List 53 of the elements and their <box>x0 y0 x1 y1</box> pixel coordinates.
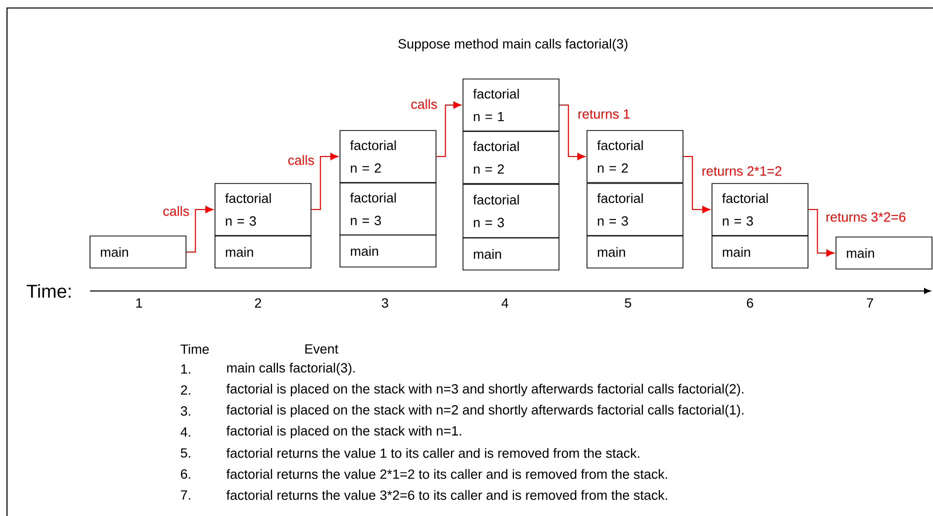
tick-label: 3 <box>382 298 388 308</box>
step-number: 7. <box>180 490 190 500</box>
arrow <box>311 152 338 210</box>
main-frame: main <box>214 236 312 268</box>
step-number: 4. <box>180 427 190 437</box>
edge-label: calls <box>409 98 439 110</box>
edge-label: calls <box>286 154 316 166</box>
main-frame: main <box>90 236 186 268</box>
stack-frame: factorial n = 1 <box>462 78 560 132</box>
event-text: factorial is placed on the stack with n=2 and shortly afterwards factorial calls factorial(1). <box>226 404 744 418</box>
arrow <box>683 156 710 214</box>
tick-label: 5 <box>624 298 632 308</box>
edge-label: returns 1 <box>576 108 632 120</box>
step-number: 5. <box>180 448 190 458</box>
stack-frame: factorial n = 3 <box>712 183 808 236</box>
stack-frame: factorial n = 2 <box>462 131 560 184</box>
arrow <box>808 208 834 257</box>
main-frame: main <box>836 236 932 270</box>
tick-label: 2 <box>254 298 262 308</box>
column-header: Event <box>305 344 338 354</box>
stack-frame: factorial n = 2 <box>340 130 436 183</box>
main-frame: main <box>586 236 684 268</box>
arrow <box>436 101 462 158</box>
tick-label: 7 <box>866 298 874 308</box>
stack-frame: factorial n = 3 <box>214 183 312 236</box>
main-frame: main <box>712 236 808 268</box>
main-frame: main <box>340 234 436 268</box>
tick-label: 6 <box>746 298 754 308</box>
tick-label: 4 <box>502 298 508 308</box>
step-number: 6. <box>180 469 190 479</box>
stack-frame: factorial n = 2 <box>586 130 684 183</box>
step-number: 2. <box>180 385 190 395</box>
column-header: Time <box>180 344 209 354</box>
arrow <box>186 206 214 253</box>
event-text: factorial is placed on the stack with n=1. <box>226 426 462 438</box>
edge-label: calls <box>161 204 191 218</box>
event-text: main calls factorial(3). <box>227 362 355 376</box>
step-number: 1. <box>181 364 190 374</box>
title: Suppose method main calls factorial(3) <box>398 38 628 52</box>
step-number: 3. <box>180 406 190 416</box>
edge-label: returns 2*1=2 <box>700 164 784 178</box>
stack-frame: factorial n = 3 <box>586 183 684 236</box>
tick-label: 1 <box>136 298 142 308</box>
event-text: factorial returns the value 3*2=6 to its caller and is removed from the stack. <box>226 490 668 500</box>
edge-label: returns 3*2=6 <box>824 210 908 224</box>
stack-frame: factorial n = 3 <box>340 182 436 236</box>
arrow <box>559 104 586 160</box>
axis-title: Time: <box>26 284 71 298</box>
event-text: factorial returns the value 2*1=2 to its caller and is removed from the stack. <box>226 469 668 479</box>
main-frame: main <box>462 238 560 270</box>
event-text: factorial is placed on the stack with n=3 and shortly afterwards factorial calls factorial(2). <box>226 384 744 396</box>
stack-frame: factorial n = 3 <box>462 184 560 238</box>
event-text: factorial returns the value 1 to its caller and is removed from the stack. <box>226 448 640 458</box>
